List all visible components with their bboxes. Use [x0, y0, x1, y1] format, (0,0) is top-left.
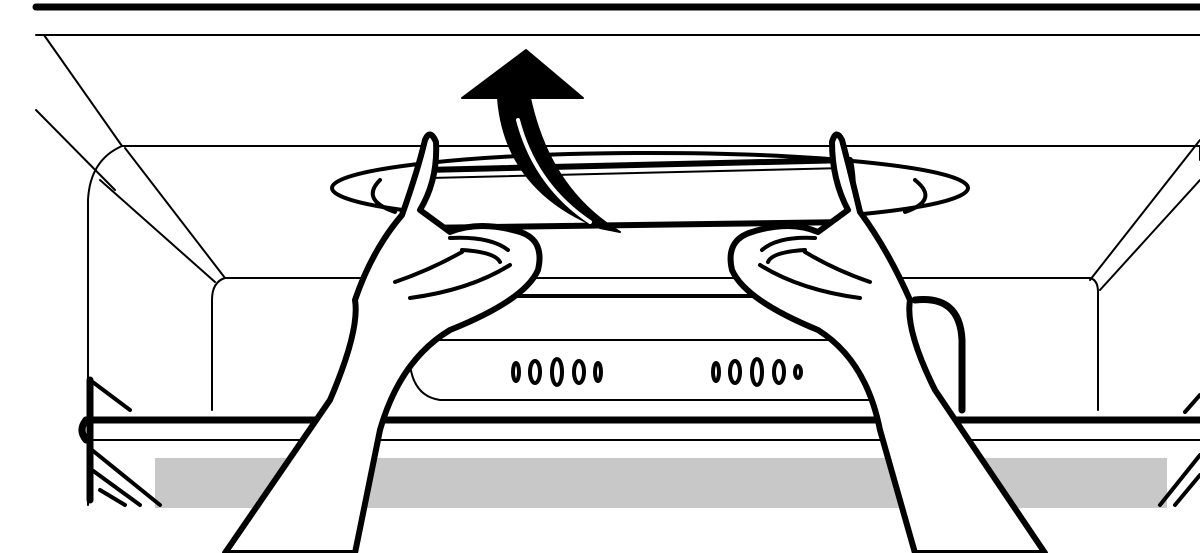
curved-up-arrow-icon: [461, 49, 621, 233]
side-handle: [911, 296, 966, 414]
grease-filter: [413, 157, 856, 231]
range-hood-underside: [35, 34, 1200, 506]
left-hand: [222, 131, 543, 553]
vent-slots-left: [511, 357, 603, 387]
right-hand: [727, 131, 1048, 553]
right-bracket: [1158, 393, 1200, 507]
left-bracket: [86, 376, 162, 507]
hood-top-edge: [32, 3, 1200, 36]
front-rail: [78, 416, 1200, 444]
vent-slots-right: [711, 357, 803, 387]
